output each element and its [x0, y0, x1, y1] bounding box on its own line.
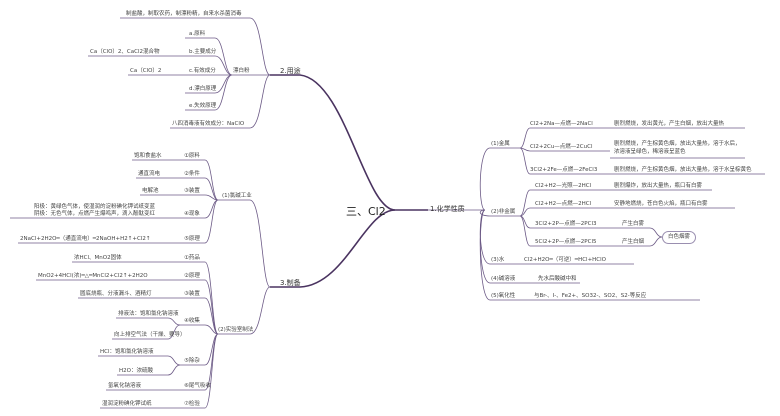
use-node[interactable]: 制盐酸，制取农药，制漂粉精，自来水杀菌消毒 [126, 11, 242, 17]
water-reaction[interactable]: Cl2+H2O═（可逆）═HCl+HClO [524, 257, 607, 263]
lab-tail[interactable]: ⑥尾气吸收 [184, 383, 211, 389]
water-title[interactable]: (3)水 [491, 257, 505, 263]
metal-r1[interactable]: Cl2+2Na—点燃—2NaCl [530, 121, 593, 127]
metal-d2b[interactable]: 浓溶液呈绿色，稀溶液呈蓝色 [614, 149, 686, 155]
ind-phen[interactable]: ④现象 [184, 211, 200, 217]
nonmetal-r1[interactable]: Cl2+H2—光照—2HCl [535, 183, 592, 189]
branch-chem[interactable]: 1.化学性质 [430, 205, 465, 213]
lab-drug-value[interactable]: 浓HCl、MnO2固体 [74, 255, 122, 261]
nonmetal-r4[interactable]: 5Cl2+2P—点燃—2PCl5 [535, 239, 597, 245]
nonmetal-r2[interactable]: Cl2+H2—点燃—2HCl [535, 201, 592, 207]
lab-tail-value[interactable]: 氢氧化钠溶液 [108, 383, 142, 389]
ind-raw[interactable]: ①原料 [184, 153, 200, 159]
smoke-summary-node[interactable]: 白色烟雾 [662, 231, 697, 244]
nonmetal-d1[interactable]: 剧烈爆炸，放出大量热，瓶口有白雾 [614, 183, 703, 189]
ind-dev-value[interactable]: 电解池 [142, 188, 159, 194]
metal-d2a[interactable]: 剧烈燃烧，产生棕黄色烟，放出大量热，溶于水后， [614, 141, 741, 147]
lab-test-value[interactable]: 湿润淀粉碘化钾试纸 [102, 401, 152, 407]
bleach-prin[interactable]: d.漂白原理 [189, 86, 217, 92]
lab-dev[interactable]: ③装置 [184, 291, 200, 297]
metal-d1[interactable]: 剧烈燃烧，发出黄光，产生白烟，放出大量热 [614, 121, 725, 127]
use-node[interactable]: 八四消毒液有效成分：NaClO [172, 121, 245, 127]
ind-title[interactable]: (1)氯碱工业 [222, 193, 252, 199]
ind-dev[interactable]: ③装置 [184, 188, 200, 194]
bleach-comp-value[interactable]: Ca（ClO）2、CaCl2混合物 [90, 49, 160, 55]
oxidation-value[interactable]: 与Br-、I-、Fe2+、SO32-、SO2、S2-等反应 [534, 293, 647, 299]
ind-phen-anode[interactable]: 阳极：黄绿色气体，使湿润的淀粉碘化钾试纸变蓝 [34, 204, 156, 210]
ind-raw-value[interactable]: 饱和食盐水 [134, 153, 162, 159]
ind-prin-value[interactable]: 2NaCl+2H2O═（通直流电）═2NaOH+H2↑+Cl2↑ [20, 236, 151, 242]
bleach-node[interactable]: 漂白粉 [233, 68, 250, 74]
ind-cond-value[interactable]: 通直流电 [138, 171, 161, 177]
lab-title[interactable]: (2)实验室制法 [218, 327, 254, 333]
base-value[interactable]: 先水后酸碱中和 [538, 276, 577, 282]
lab-col-2[interactable]: 向上排空气法（干燥、要导） [114, 332, 186, 338]
nonmetal-d4[interactable]: 产生白烟 [622, 239, 645, 245]
lab-drug[interactable]: ①药品 [184, 255, 200, 261]
bleach-eff-value[interactable]: Ca（ClO）2 [130, 68, 162, 74]
metal-r3[interactable]: 3Cl2+2Fe—点燃—2FeCl3 [530, 167, 598, 173]
branch-use[interactable]: 2.用途 [280, 67, 301, 75]
lab-col[interactable]: ④收集 [184, 318, 200, 324]
bleach-raw[interactable]: a.原料 [189, 31, 206, 37]
ind-phen-cathode[interactable]: 阴极：无色气体，点燃产生爆鸣声，滴入酚酞变红 [34, 211, 156, 217]
metal-d3[interactable]: 剧烈燃烧，产生棕黄色烟，放出大量热，溶于水呈棕黄色 [614, 167, 752, 173]
lab-imp-1[interactable]: HCl：饱和氯化钠溶液 [100, 349, 154, 355]
nonmetal-r3[interactable]: 3Cl2+2P—点燃—2PCl3 [535, 221, 597, 227]
nonmetal-d3[interactable]: 产生白雾 [622, 221, 645, 227]
root-topic[interactable]: 三、Cl2 [346, 205, 386, 218]
branch-prep[interactable]: 3.制备 [280, 279, 301, 287]
lab-prin-value[interactable]: MnO2+4HCl(浓)═△═MnCl2+Cl2↑+2H2O [38, 273, 148, 279]
base-title[interactable]: (4)碱溶液 [491, 276, 516, 282]
bleach-fail[interactable]: e.失效原理 [189, 103, 217, 109]
bleach-eff[interactable]: c.有效成分 [189, 68, 216, 74]
lab-prin[interactable]: ②原理 [184, 273, 200, 279]
oxidation-title[interactable]: (5)氧化性 [491, 293, 516, 299]
nonmetal-d2[interactable]: 安静地燃烧，苍白色火焰，瓶口有白雾 [614, 201, 708, 207]
lab-dev-value[interactable]: 圆底烧瓶、分液漏斗、酒精灯 [80, 291, 152, 297]
metal-r2[interactable]: Cl2+2Cu—点燃—2CuCl [530, 144, 593, 150]
bleach-comp[interactable]: b.主要成分 [189, 49, 217, 55]
metal-title[interactable]: (1)金属 [491, 141, 510, 147]
ind-prin[interactable]: ⑤原理 [184, 236, 200, 242]
ind-cond[interactable]: ②条件 [184, 171, 200, 177]
lab-test[interactable]: ⑦检验 [184, 401, 200, 407]
lab-imp[interactable]: ⑤除杂 [184, 358, 200, 364]
lab-imp-2[interactable]: H2O：浓硫酸 [119, 368, 153, 374]
nonmetal-title[interactable]: (2)非金属 [491, 209, 516, 215]
lab-col-1[interactable]: 排液法：饱和氯化钠溶液 [118, 311, 179, 317]
